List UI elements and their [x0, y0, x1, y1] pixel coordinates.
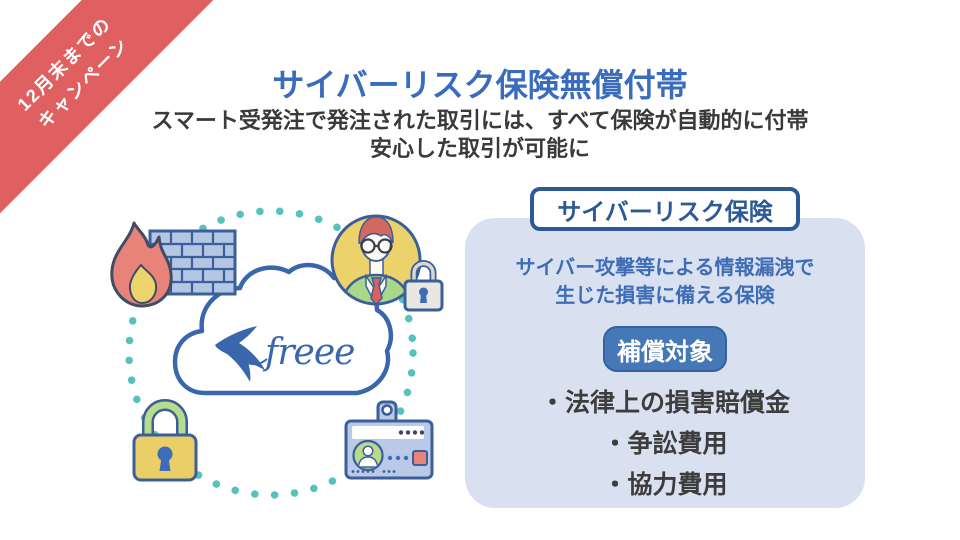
- description-line2: 生じた損害に備える保険: [555, 285, 775, 307]
- coverage-list: ・法律上の損害賠償金 ・争訟費用 ・協力費用: [465, 383, 865, 506]
- firewall-icon: [110, 221, 237, 308]
- coverage-item: ・争訟費用: [602, 430, 728, 458]
- subtitle-line1: スマート受発注で発注された取引には、すべて保険が自動的に付帯: [151, 108, 809, 133]
- description-line1: サイバー攻撃等による情報漏洩で: [515, 257, 815, 279]
- security-illustration: freee: [110, 207, 444, 499]
- insurance-panel: サイバー攻撃等による情報漏洩で 生じた損害に備える保険 補償対象 ・法律上の損害…: [465, 218, 865, 508]
- page-title: サイバーリスク保険無償付帯: [272, 67, 688, 103]
- coverage-item: ・法律上の損害賠償金: [539, 389, 790, 417]
- id-card-icon: [344, 400, 434, 480]
- padlock-large-icon: [132, 399, 198, 482]
- subtitle-line2: 安心した取引が可能に: [369, 136, 590, 161]
- flame-icon: [110, 221, 173, 308]
- freee-logo: freee: [215, 326, 355, 382]
- freee-logo-text: freee: [262, 332, 354, 373]
- coverage-badge: 補償対象: [603, 326, 727, 372]
- dotted-circle-icon: [125, 207, 417, 499]
- cloud-icon: freee: [172, 262, 394, 396]
- swallow-icon: [215, 326, 265, 382]
- padlock-small-icon: [403, 260, 444, 312]
- panel-header: サイバーリスク保険: [530, 187, 800, 231]
- coverage-item: ・協力費用: [602, 471, 728, 499]
- avatar-icon: [330, 214, 444, 312]
- subtitle: スマート受発注で発注された取引には、すべて保険が自動的に付帯 安心した取引が可能…: [0, 107, 960, 163]
- insurance-description: サイバー攻撃等による情報漏洩で 生じた損害に備える保険: [465, 254, 865, 310]
